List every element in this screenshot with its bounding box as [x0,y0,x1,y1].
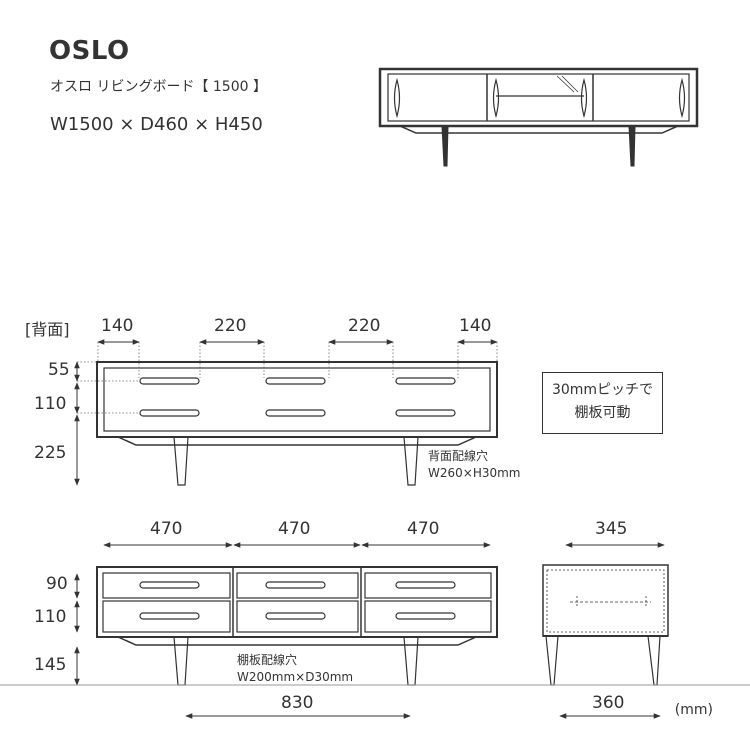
side-top-dim-label: 345 [595,519,628,539]
back-top-dim-label: 220 [348,316,381,336]
back-top-dim-label: 140 [459,316,492,336]
shelf-hole-caption: 棚板配線穴 W200mm×D30mm [237,652,353,686]
back-hole-caption-size: W260×H30mm [428,466,521,480]
shelf-note-line2: 棚板可動 [574,405,631,421]
side-view-drawing [542,564,669,686]
back-hole-caption-title: 背面配線穴 [428,449,489,463]
product-subtitle: オスロ リビングボード【 1500 】 [50,79,267,95]
front-side-dim-label: 110 [34,607,67,627]
side-bottom-dim-label: 360 [592,693,625,713]
shelf-cable-hole [265,581,326,589]
back-cable-hole [139,377,200,385]
front-side-dim-label: 145 [34,655,67,675]
shelf-cable-hole [265,612,326,620]
side-dimension-lines [559,542,665,719]
shelf-hole-caption-title: 棚板配線穴 [237,653,298,667]
product-dimensions: W1500 × D460 × H450 [50,114,263,135]
front-top-dim-label: 470 [407,519,440,539]
front-view-drawing [96,566,498,686]
shelf-note-line1: 30mmピッチで [551,382,654,398]
back-view-label: [背面] [25,320,70,339]
back-cable-hole [265,409,326,417]
back-cable-hole [395,409,456,417]
product-illustration [378,67,699,167]
back-top-dim-label: 220 [214,316,247,336]
front-top-dim-label: 470 [150,519,183,539]
back-cable-hole [395,377,456,385]
front-top-dim-label: 470 [278,519,311,539]
front-bottom-dim-label: 830 [281,693,314,713]
back-side-dim-label: 110 [34,394,67,414]
unit-label: (mm) [674,702,713,718]
back-cable-hole [139,409,200,417]
back-extension-lines [77,342,498,414]
back-cable-hole [265,377,326,385]
shelf-cable-hole [139,581,200,589]
back-top-dim-label: 140 [101,316,134,336]
product-title: OSLO [49,36,130,66]
shelf-adjust-note: 30mmピッチで 棚板可動 [542,372,663,434]
back-side-dim-label: 225 [34,443,67,463]
shelf-cable-hole [395,612,456,620]
shelf-cable-hole [395,581,456,589]
front-side-dim-label: 90 [46,574,68,594]
back-side-dim-label: 55 [48,360,70,380]
back-view-drawing [96,361,498,486]
back-hole-caption: 背面配線穴 W260×H30mm [428,448,521,482]
shelf-cable-hole [139,612,200,620]
shelf-hole-caption-size: W200mm×D30mm [237,670,354,684]
